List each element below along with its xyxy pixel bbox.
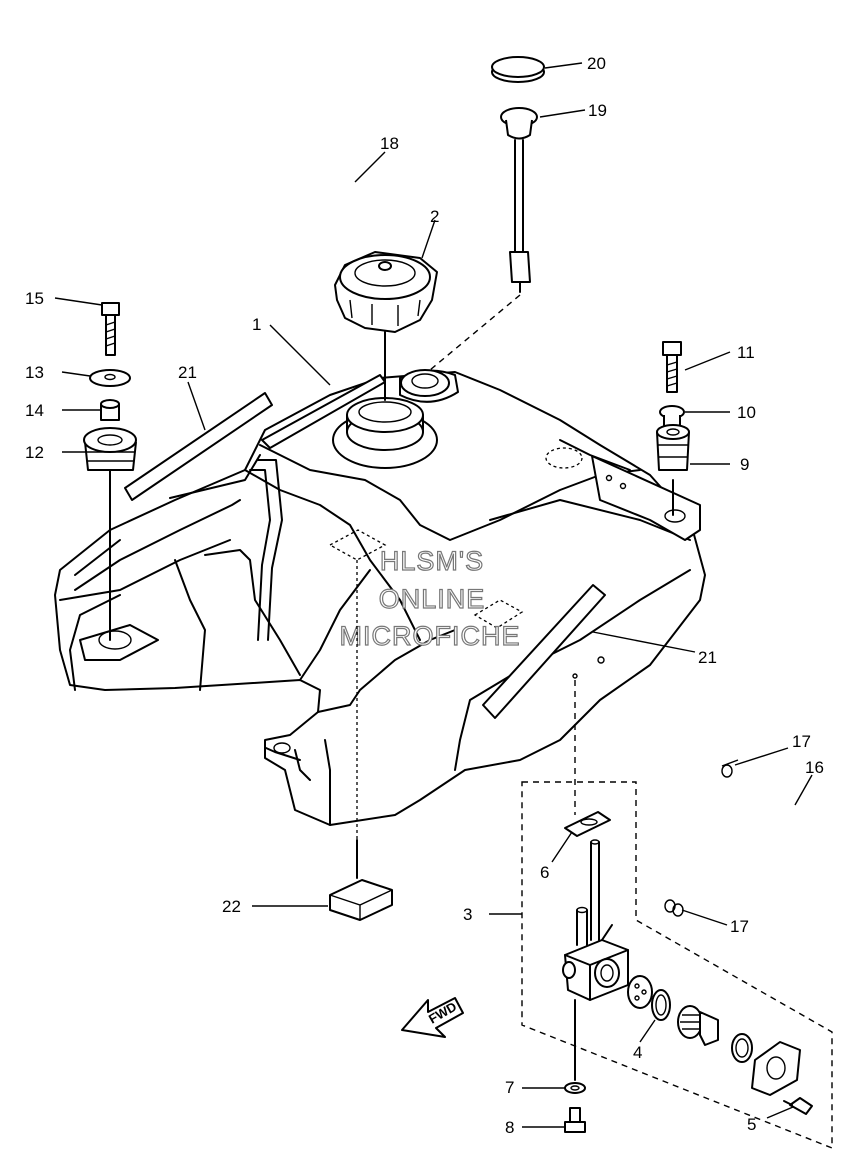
callout-4: 4	[633, 1043, 642, 1062]
fuel-tank-part-1	[54, 371, 706, 826]
filter-disc	[627, 975, 653, 1009]
leader-gauge-to-tank	[429, 294, 521, 371]
bolt-part-11	[662, 341, 682, 393]
sender-boss	[399, 369, 459, 403]
washer-part-7	[564, 1082, 586, 1094]
damper-footprint	[328, 529, 387, 561]
o-ring-part-4	[651, 989, 671, 1021]
callout-7: 7	[505, 1078, 514, 1097]
callout-10: 10	[737, 403, 756, 422]
cover-plate	[751, 1041, 801, 1096]
fuel-cap-part-2	[334, 251, 438, 333]
pad-strip-left-part-21	[124, 392, 273, 501]
sender-cap-part-20	[491, 56, 545, 83]
gasket-part-6	[564, 811, 611, 837]
washer-part-13	[89, 369, 131, 387]
callout-8: 8	[505, 1118, 514, 1137]
callout-numbers: 1 2 3 4 5 6 7 8 9 10 11 12 13 14 15 16 1…	[25, 54, 824, 1137]
callout-18: 18	[380, 134, 399, 153]
callout-19: 19	[588, 101, 607, 120]
watermark-line-3: MICROFICHE	[340, 621, 521, 651]
breather-hose-part-18	[163, 172, 387, 242]
fuel-gauge-part-19	[500, 107, 538, 293]
bolt-part-15	[101, 302, 120, 356]
o-ring-small	[731, 1033, 753, 1063]
hose-clip-lower-part-17	[664, 899, 684, 917]
callout-1: 1	[252, 315, 261, 334]
damper-pad-part-22	[329, 879, 393, 921]
callout-14: 14	[25, 401, 44, 420]
watermark-line-1: HLSM'S	[380, 546, 484, 576]
callout-leaders	[54, 62, 813, 1128]
lever-valve	[677, 1005, 719, 1046]
callout-9: 9	[740, 455, 749, 474]
damper-part-9	[656, 424, 690, 471]
pad-strip-right-part-21	[482, 584, 606, 719]
watermark: HLSM'S ONLINE MICROFICHE	[339, 545, 521, 651]
callout-11: 11	[737, 343, 755, 362]
callout-16: 16	[805, 758, 824, 777]
callout-6: 6	[540, 863, 549, 882]
callout-2: 2	[430, 207, 439, 226]
callout-3: 3	[463, 905, 472, 924]
forward-arrow-icon: FWD	[401, 997, 464, 1038]
callout-22: 22	[222, 897, 241, 916]
callout-20: 20	[587, 54, 606, 73]
screw-part-5	[783, 1097, 813, 1115]
fuel-hose-part-16	[686, 758, 822, 907]
hose-clip-upper-part-17	[721, 759, 739, 778]
callout-5: 5	[747, 1115, 756, 1134]
callout-15: 15	[25, 289, 44, 308]
filler-neck	[332, 397, 438, 469]
callout-13: 13	[25, 363, 44, 382]
callout-17-lower: 17	[730, 917, 749, 936]
callout-12: 12	[25, 443, 44, 462]
damper-footprint-2	[473, 599, 524, 629]
callout-17-upper: 17	[792, 732, 811, 751]
drain-bolt-part-8	[564, 1107, 586, 1133]
damper-part-12	[83, 427, 137, 471]
callout-21-left: 21	[178, 363, 197, 382]
collar-part-14	[100, 399, 120, 421]
fuel-cock-part-3	[562, 839, 629, 1001]
callout-21-right: 21	[698, 648, 717, 667]
watermark-line-2: ONLINE	[379, 584, 486, 614]
fuel-cock-group-outline	[521, 781, 833, 1150]
